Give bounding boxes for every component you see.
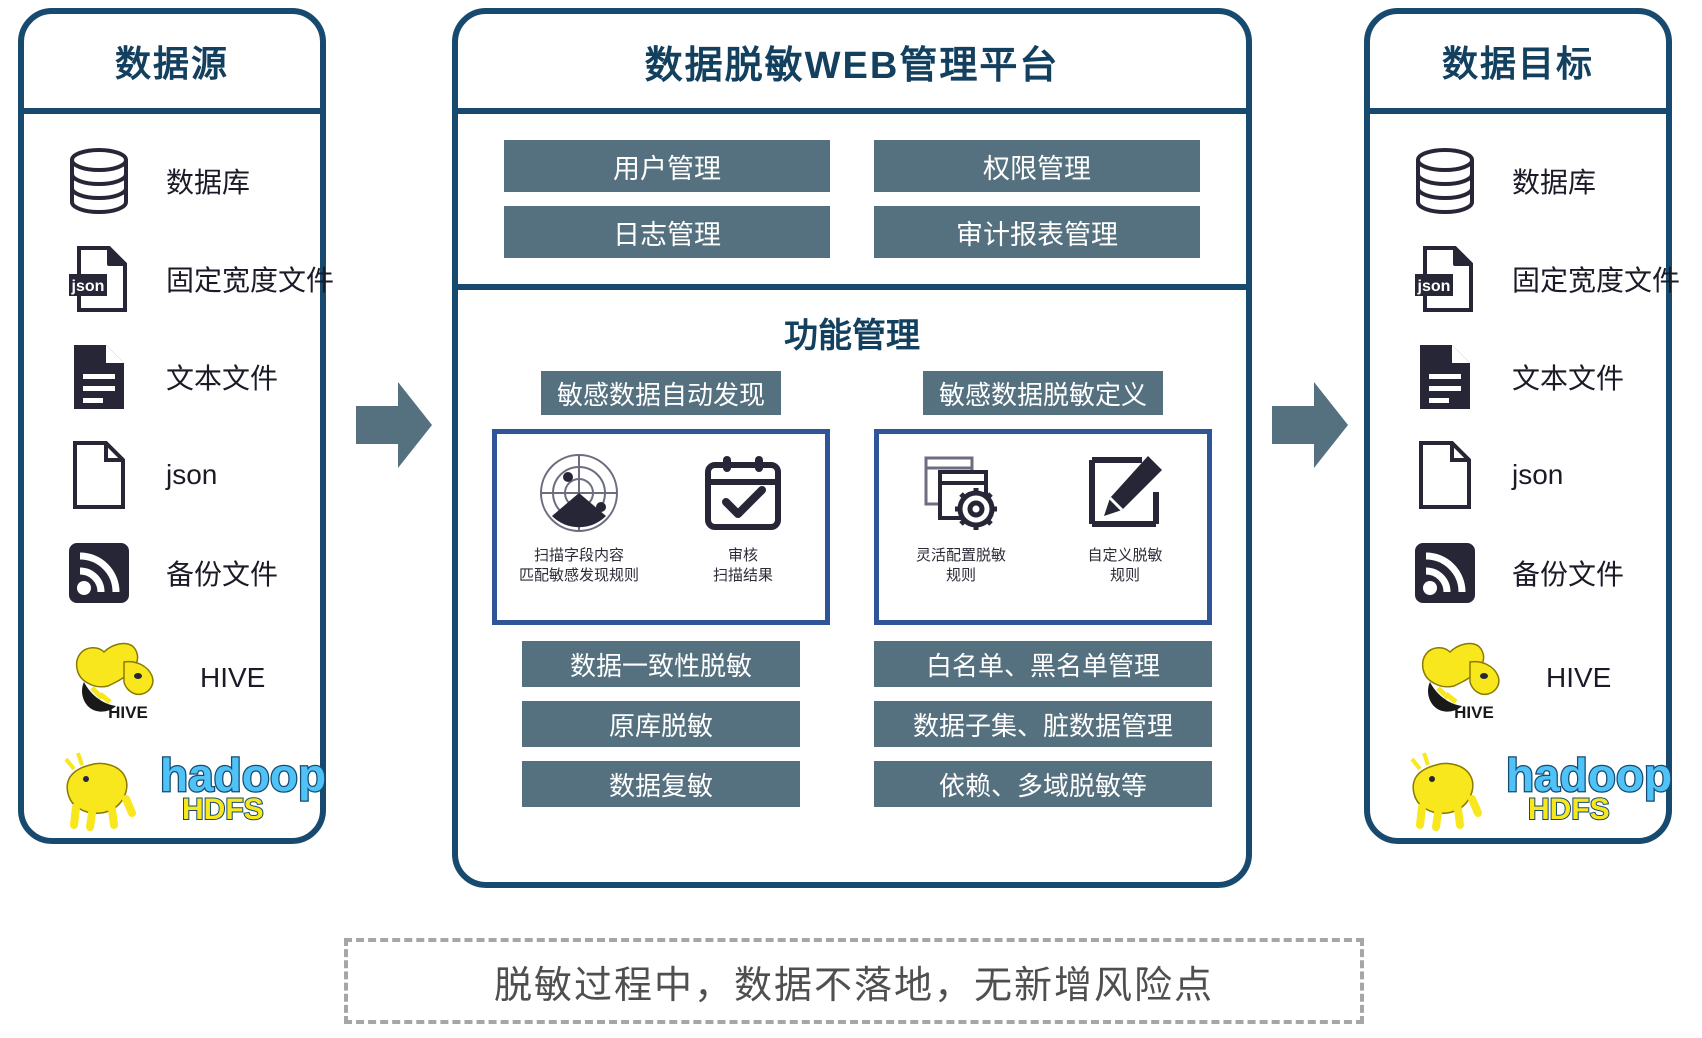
web-platform-header: 数据脱敏WEB管理平台: [458, 14, 1246, 114]
list-item[interactable]: json: [1370, 426, 1666, 524]
list-item-label: 备份文件: [1512, 559, 1625, 590]
data-source-title: 数据源: [114, 43, 229, 84]
layers-gear-icon: [920, 450, 1002, 536]
svg-text:HDFS: HDFS: [182, 793, 264, 825]
list-item[interactable]: 备份文件: [24, 524, 320, 622]
admin-button-grid: 用户管理 权限管理 日志管理 审计报表管理: [458, 114, 1246, 284]
whitelist-blacklist-management-button[interactable]: 白名单、黑名单管理: [874, 641, 1212, 687]
sensitive-discovery-pill[interactable]: 敏感数据自动发现: [540, 371, 781, 415]
data-target-title: 数据目标: [1441, 43, 1594, 84]
data-target-panel: 数据目标 数据库: [1364, 8, 1680, 844]
data-source-header: 数据源: [24, 14, 320, 114]
list-item-label: 数据库: [166, 167, 251, 198]
feature-custom-rule[interactable]: 自定义脱敏 规则: [1050, 450, 1201, 587]
list-item[interactable]: json: [24, 426, 320, 524]
hadoop-hdfs-logo-icon: [1400, 750, 1500, 831]
list-item[interactable]: HIVE HIVE: [1370, 622, 1666, 734]
svg-text:HIVE: HIVE: [108, 703, 148, 722]
hive-logo-icon: HIVE: [1406, 630, 1518, 726]
list-item-label: 固定宽度文件: [1512, 265, 1681, 296]
list-item-label: HIVE: [200, 662, 266, 693]
text-file-icon: [1406, 338, 1484, 416]
svg-text:hadoop: hadoop: [1506, 749, 1672, 801]
list-item[interactable]: HIVE HIVE: [24, 622, 320, 734]
data-target-body: 数据库 json 固定宽度文件: [1370, 114, 1680, 844]
svg-text:hadoop: hadoop: [160, 749, 326, 801]
hadoop-hdfs-logo-icon: [54, 750, 154, 831]
masking-definition-pill[interactable]: 敏感数据脱敏定义: [922, 371, 1163, 415]
svg-text:HIVE: HIVE: [1454, 703, 1494, 722]
list-item-label: json: [1512, 459, 1564, 490]
database-icon: [60, 142, 138, 220]
list-item[interactable]: 备份文件: [1370, 524, 1666, 622]
section-divider: [458, 284, 1246, 290]
list-item[interactable]: 数据库: [1370, 132, 1666, 230]
data-target-list: 数据库 json 固定宽度文件: [1370, 132, 1680, 844]
dependency-multidomain-masking-button[interactable]: 依赖、多域脱敏等: [874, 761, 1212, 807]
hadoop-wordmark: hadoop HDFS: [1502, 747, 1692, 832]
data-source-panel: 数据源 数据库: [18, 8, 334, 844]
data-consistency-masking-button[interactable]: 数据一致性脱敏: [522, 641, 800, 687]
discovery-feature-box: 扫描字段内容 匹配敏感发现规则 审核 扫描结果: [492, 429, 830, 625]
flow-arrow-right: [1272, 382, 1348, 473]
hive-logo-icon: HIVE: [60, 630, 172, 726]
svg-text:HDFS: HDFS: [1528, 793, 1610, 825]
data-remasking-button[interactable]: 数据复敏: [522, 761, 800, 807]
list-item-label: 备份文件: [166, 559, 279, 590]
rss-backup-icon: [60, 534, 138, 612]
user-management-button[interactable]: 用户管理: [504, 140, 830, 192]
masking-definition-column: 敏感数据脱敏定义: [874, 371, 1212, 821]
blank-file-icon: [60, 436, 138, 514]
feature-caption: 自定义脱敏 规则: [1087, 547, 1163, 585]
feature-review-result[interactable]: 审核 扫描结果: [668, 450, 819, 587]
flow-arrow-left: [356, 382, 432, 473]
radar-scan-icon: [538, 450, 620, 536]
pencil-edit-icon: [1084, 450, 1166, 536]
log-management-button[interactable]: 日志管理: [504, 206, 830, 258]
list-item[interactable]: hadoop HDFS: [1370, 734, 1673, 844]
sensitive-discovery-column: 敏感数据自动发现: [492, 371, 830, 821]
calendar-check-icon: [702, 450, 784, 536]
list-item-label: json: [166, 459, 218, 490]
list-item[interactable]: 文本文件: [24, 328, 320, 426]
svg-text:json: json: [71, 278, 105, 295]
feature-scan-field[interactable]: 扫描字段内容 匹配敏感发现规则: [504, 450, 655, 587]
source-db-masking-button[interactable]: 原库脱敏: [522, 701, 800, 747]
blank-file-icon: [1406, 436, 1484, 514]
footer-note-text: 脱敏过程中，数据不落地，无新增风险点: [493, 964, 1214, 1007]
function-management-title: 功能管理: [784, 317, 920, 355]
web-platform-title: 数据脱敏WEB管理平台: [644, 44, 1060, 87]
list-item-label: 数据库: [1512, 167, 1597, 198]
list-item-label: 文本文件: [1512, 363, 1625, 394]
audit-report-management-button[interactable]: 审计报表管理: [874, 206, 1200, 258]
data-source-list: 数据库 json 固定宽度文件: [24, 132, 334, 844]
list-item[interactable]: json 固定宽度文件: [1370, 230, 1680, 328]
feature-caption: 灵活配置脱敏 规则: [915, 547, 1006, 585]
list-item[interactable]: 数据库: [24, 132, 320, 230]
list-item[interactable]: 文本文件: [1370, 328, 1666, 426]
list-item-label: HIVE: [1546, 662, 1612, 693]
definition-feature-box: 灵活配置脱敏 规则 自定义脱敏 规则: [874, 429, 1212, 625]
data-target-header: 数据目标: [1370, 14, 1666, 114]
json-file-icon: json: [60, 240, 138, 318]
rss-backup-icon: [1406, 534, 1484, 612]
data-subset-dirty-data-management-button[interactable]: 数据子集、脏数据管理: [874, 701, 1212, 747]
hadoop-wordmark: hadoop HDFS: [156, 747, 346, 832]
web-platform-panel: 数据脱敏WEB管理平台 用户管理 权限管理 日志管理 审计报表管理 功能管理 敏…: [452, 8, 1252, 888]
feature-caption: 审核 扫描结果: [712, 547, 773, 585]
permission-management-button[interactable]: 权限管理: [874, 140, 1200, 192]
list-item[interactable]: json 固定宽度文件: [24, 230, 334, 328]
feature-caption: 扫描字段内容 匹配敏感发现规则: [518, 547, 639, 585]
list-item[interactable]: hadoop HDFS: [24, 734, 327, 844]
function-columns: 敏感数据自动发现: [458, 371, 1246, 821]
list-item-label: 文本文件: [166, 363, 279, 394]
json-file-icon: json: [1406, 240, 1484, 318]
text-file-icon: [60, 338, 138, 416]
list-item-label: 固定宽度文件: [166, 265, 335, 296]
data-source-body: 数据库 json 固定宽度文件: [24, 114, 334, 844]
footer-note-box: 脱敏过程中，数据不落地，无新增风险点: [344, 938, 1364, 1024]
database-icon: [1406, 142, 1484, 220]
feature-flexible-config[interactable]: 灵活配置脱敏 规则: [886, 450, 1037, 587]
svg-text:json: json: [1417, 278, 1451, 295]
